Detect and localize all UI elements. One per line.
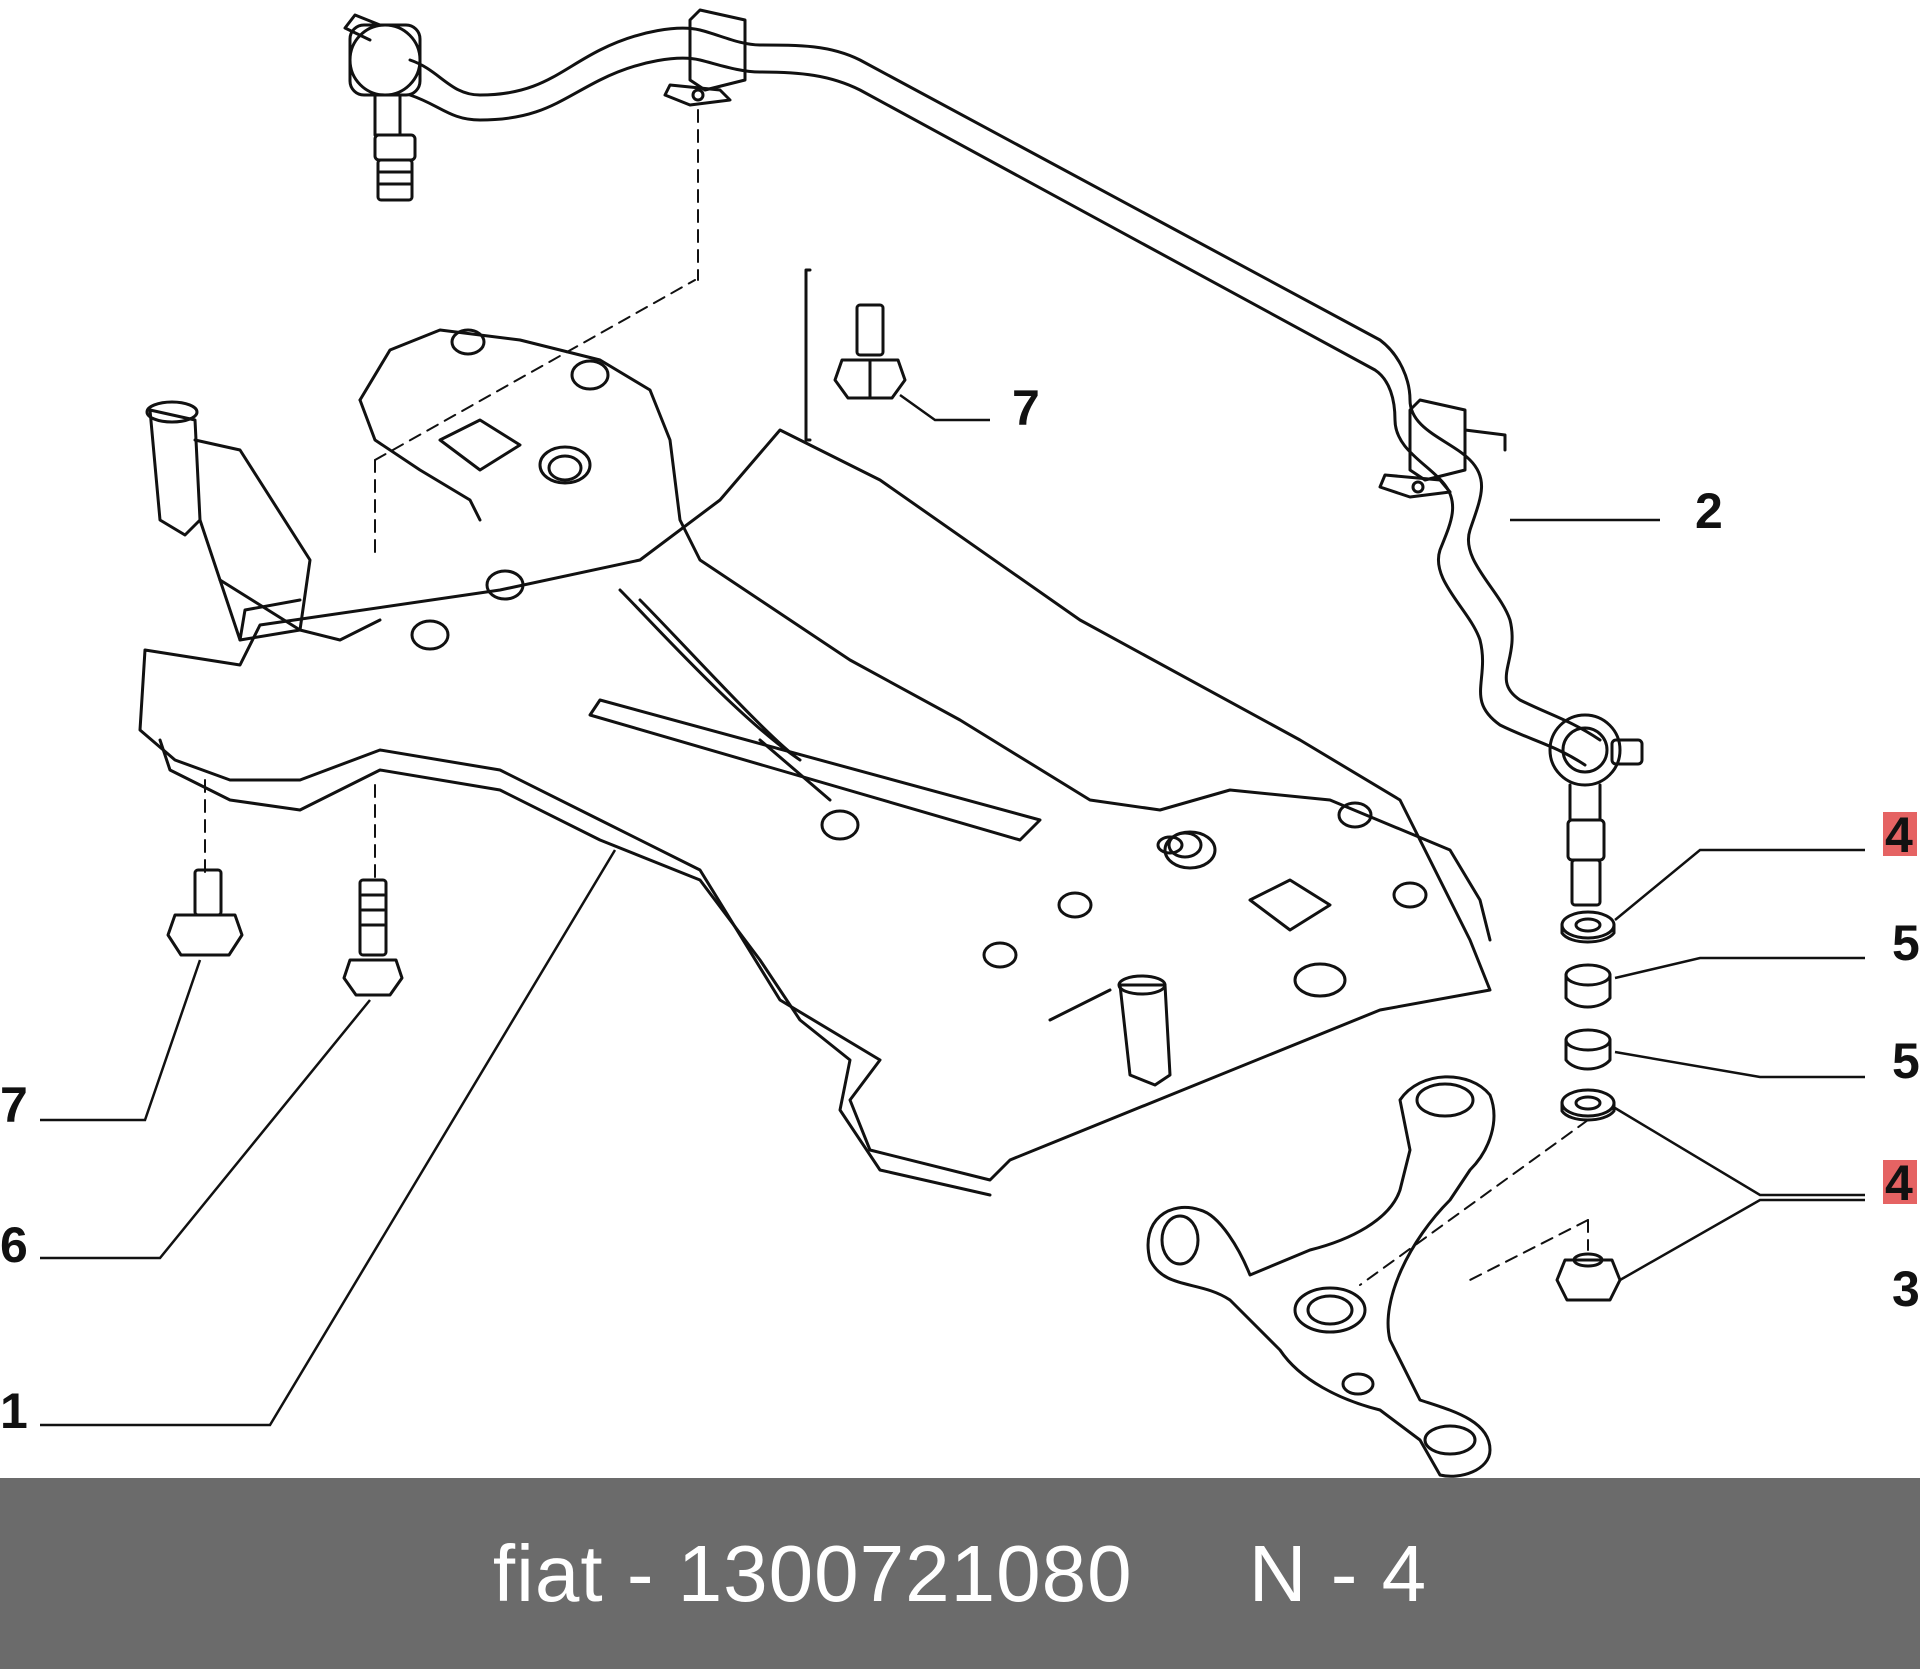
spacer [1133,1528,1249,1620]
svg-text:4: 4 [1885,807,1913,863]
part-footer-bar: fiat - 1300721080 N - 4 [0,1478,1920,1669]
leader-lines [40,393,1865,1427]
svg-text:5: 5 [1892,915,1920,971]
separator: - [603,1528,678,1618]
bushing-5-bottom [1564,1028,1612,1071]
exploded-parts-diagram: 7 2 4 5 5 4 3 7 6 1 [0,8,1920,1478]
lower-control-arm [1146,1075,1496,1478]
bolt-7-left [166,868,244,957]
callout-1: 1 [0,1383,28,1439]
brand-label: fiat [492,1528,604,1618]
washer-4-bottom [1560,1088,1616,1122]
callout-5-bottom: 5 [1892,1033,1920,1089]
nut-3 [1469,1219,1622,1302]
callout-4-bottom: 4 [1883,1155,1917,1211]
callout-7-top: 7 [1012,380,1040,436]
svg-text:2: 2 [1695,483,1723,539]
svg-text:7: 7 [1012,380,1040,436]
svg-text:5: 5 [1892,1033,1920,1089]
callout-4-top: 4 [1883,807,1917,863]
svg-text:1: 1 [0,1383,28,1439]
callout-5-top: 5 [1892,915,1920,971]
position-label: N - 4 [1248,1528,1428,1618]
svg-text:4: 4 [1885,1155,1913,1211]
bushing-5-top [1564,963,1612,1009]
washer-4-top [1560,910,1616,944]
stabilizer-bar [343,8,1644,907]
bolt-7-top [804,268,907,442]
callout-2: 2 [1695,483,1723,539]
part-number: 1300721080 [677,1528,1133,1618]
svg-text:7: 7 [0,1077,28,1133]
callout-7-left: 7 [0,1077,28,1133]
front-subframe [138,279,1492,1197]
svg-text:6: 6 [0,1217,28,1273]
bolt-6 [342,878,404,997]
callout-6: 6 [0,1217,28,1273]
svg-text:3: 3 [1892,1261,1920,1317]
callout-3: 3 [1892,1261,1920,1317]
